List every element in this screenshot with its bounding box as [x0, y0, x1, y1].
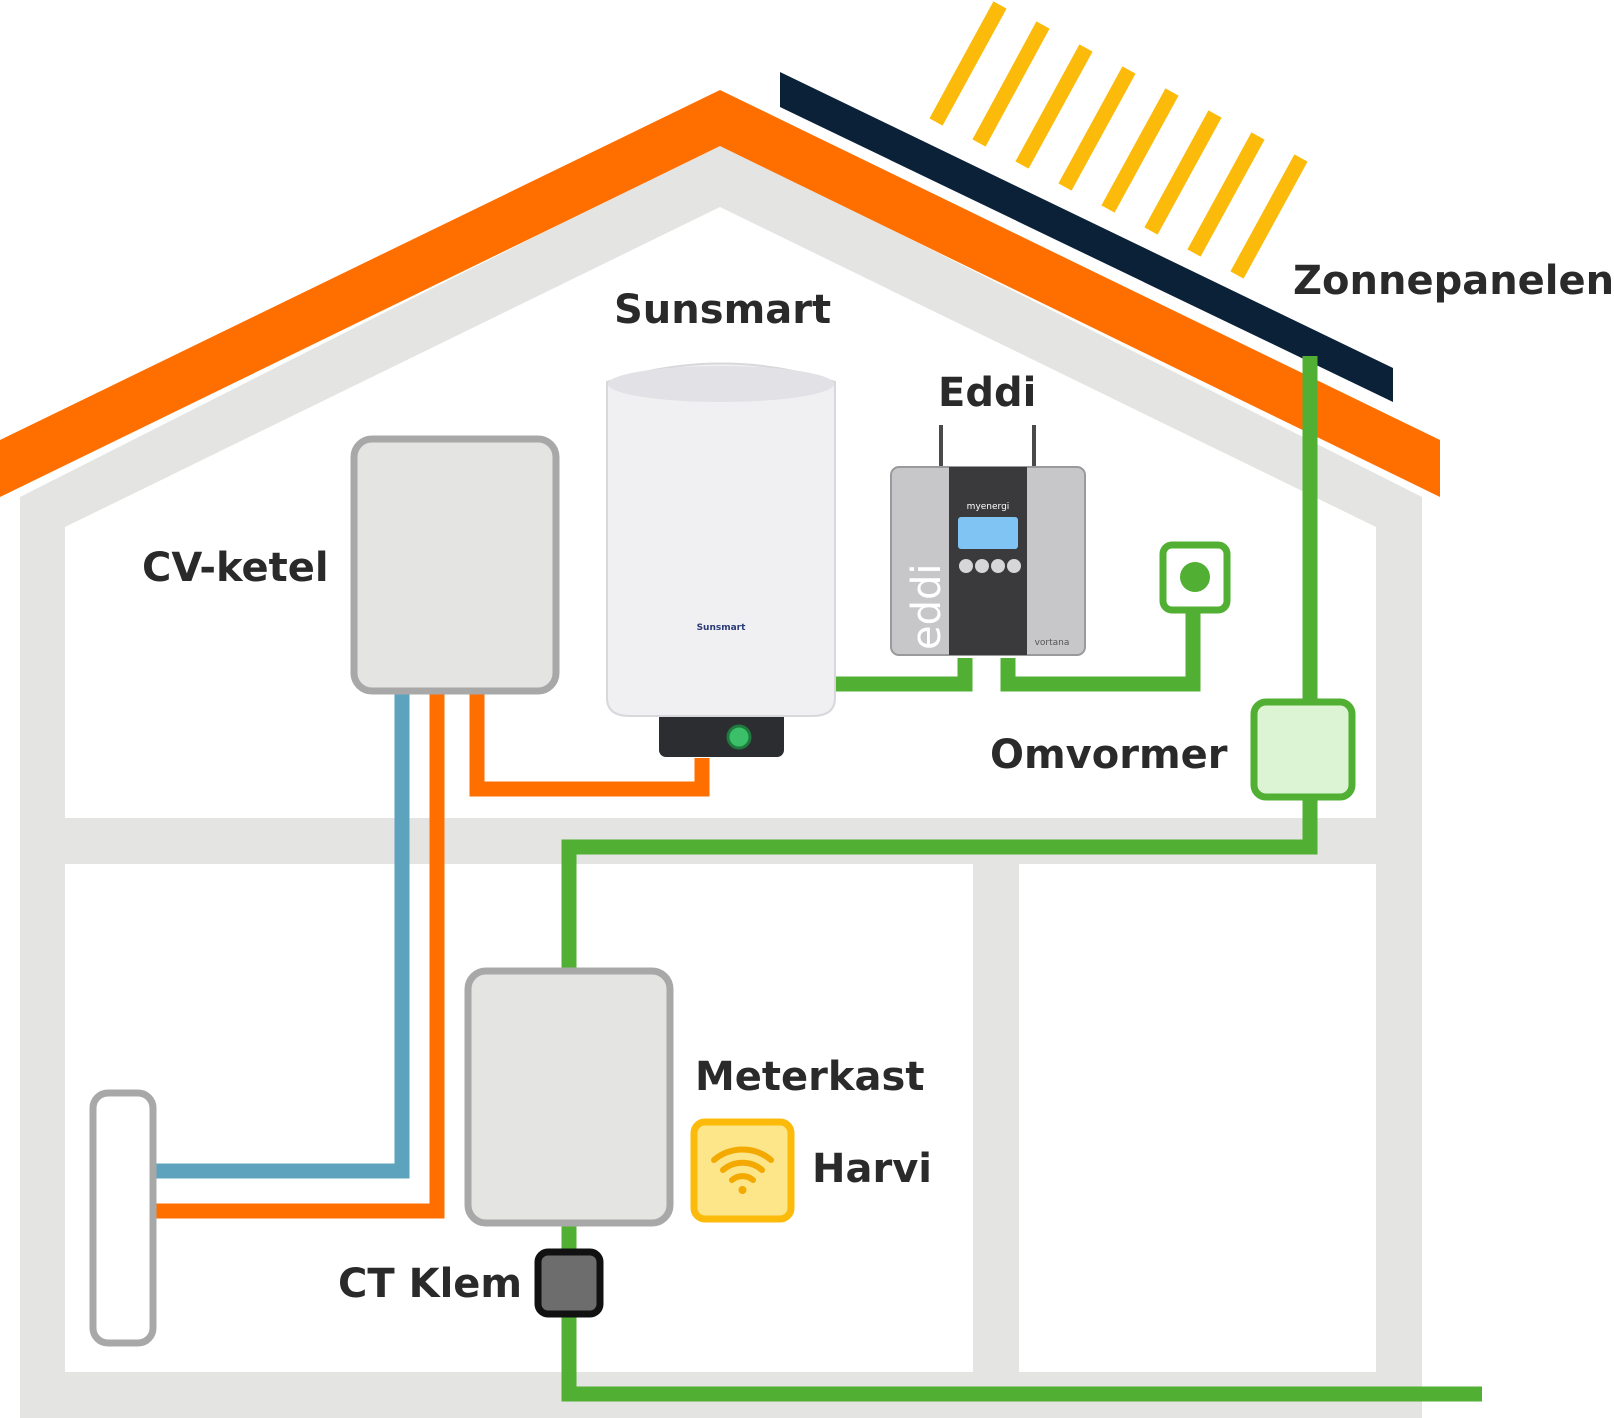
wifi-icon [711, 1146, 774, 1194]
sun-ray [1187, 132, 1265, 257]
label-harvi: Harvi [812, 1146, 932, 1192]
sun-ray [929, 1, 1007, 126]
labels: Zonnepanelen Sunsmart Eddi CV-ketel Omvo… [142, 258, 1614, 1307]
inverter-to-meter-line [561, 797, 1318, 970]
label-cv-boiler: CV-ketel [142, 545, 329, 591]
eddi-logo-text: eddi [904, 563, 950, 650]
ct-clamp [534, 1248, 604, 1318]
cold-water-pipe [156, 694, 410, 1179]
boiler-indicator-icon [726, 724, 752, 750]
power-socket-icon [1159, 541, 1231, 614]
eddi-button [975, 559, 989, 573]
eddi-button [1007, 559, 1021, 573]
label-ct-clamp: CT Klem [338, 1261, 522, 1307]
sunsmart-boiler: Sunsmart [606, 362, 836, 757]
sun-ray [1015, 44, 1093, 169]
sun-ray [972, 21, 1050, 147]
boiler-tank [606, 362, 836, 717]
boiler-base [659, 709, 784, 757]
hot-water-pipe-boiler [469, 694, 710, 797]
eddi-brand-text: myenergi [967, 502, 1010, 512]
radiator [89, 1089, 157, 1347]
eddi-device: eddi myenergi vortana [890, 425, 1086, 656]
label-meter-cabinet: Meterkast [695, 1054, 924, 1100]
sun-ray [1101, 88, 1179, 213]
label-sunsmart: Sunsmart [614, 287, 831, 333]
sun-rays [929, 1, 1308, 279]
hot-water-pipe [156, 694, 445, 1219]
label-inverter: Omvormer [990, 732, 1228, 778]
boiler-top [608, 366, 834, 402]
inverter [1250, 698, 1356, 801]
boiler-brand-text: Sunsmart [697, 623, 747, 633]
eddi-button [959, 559, 973, 573]
cv-boiler [350, 435, 560, 695]
sun-ray [1058, 66, 1136, 191]
harvi-device [690, 1118, 795, 1223]
meter-cabinet [464, 967, 674, 1227]
eddi-to-boiler-line [835, 658, 973, 692]
label-solar-panels: Zonnepanelen [1293, 258, 1614, 304]
eddi-screen [958, 517, 1018, 549]
eddi-buttons [959, 559, 1021, 573]
sun-ray [1144, 110, 1222, 235]
room-ground-right [1019, 864, 1376, 1372]
eddi-to-socket-line [1000, 612, 1201, 692]
eddi-maker-text: vortana [1035, 638, 1070, 648]
label-eddi: Eddi [938, 370, 1036, 416]
eddi-button [991, 559, 1005, 573]
sun-ray [1230, 154, 1308, 279]
water-pipes [156, 694, 710, 1219]
solar-panel [780, 72, 1393, 402]
